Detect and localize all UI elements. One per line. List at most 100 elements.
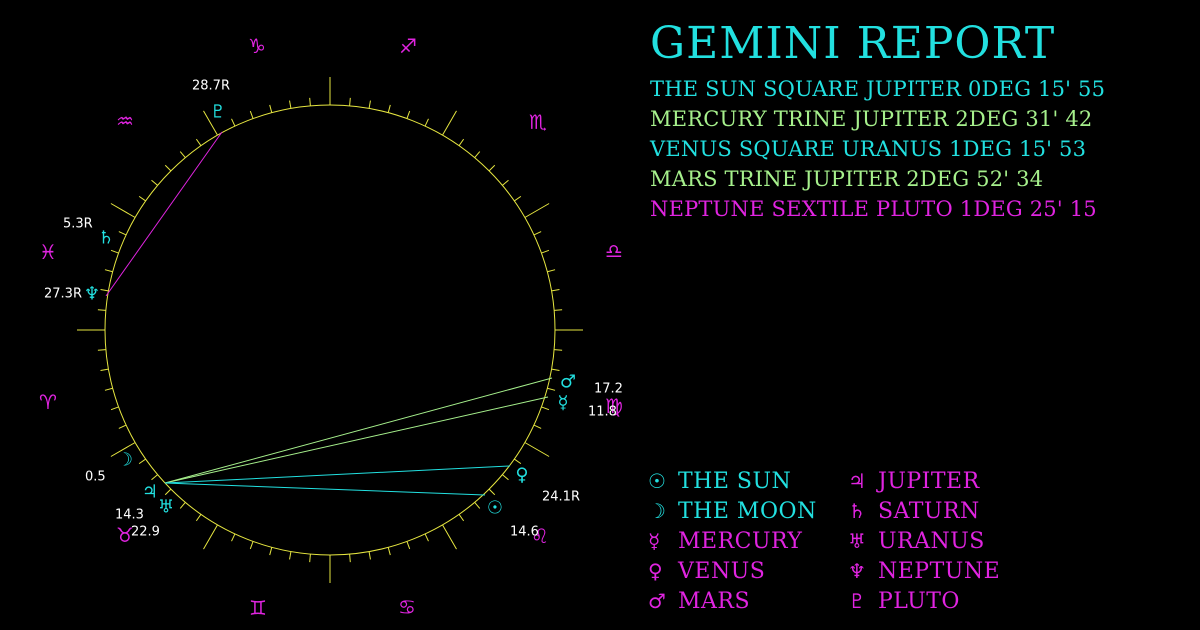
neptune-glyph: ♆ (84, 284, 100, 305)
minor-tick (110, 406, 119, 411)
pluto-icon: ♇ (848, 589, 867, 613)
scorpio-sign-glyph: ♏ (529, 110, 547, 134)
minor-tick (551, 289, 560, 292)
aspect-line-neptune-pluto (105, 131, 223, 297)
minor-tick (533, 231, 542, 236)
minor-tick (100, 368, 109, 371)
minor-tick (100, 289, 109, 292)
legend-item-saturn: ♄SATURN (848, 496, 980, 527)
mars-degree-label: 17.2 (594, 382, 623, 397)
cancer-sign-glyph: ♋ (398, 595, 416, 619)
minor-tick (387, 547, 391, 556)
uranus-degree-label: 22.9 (131, 525, 160, 540)
minor-tick (97, 349, 106, 351)
minor-tick (368, 100, 371, 109)
minor-tick (387, 104, 391, 113)
minor-tick (424, 118, 429, 127)
sun-degree-label: 14.6 (510, 525, 539, 540)
mars-glyph: ♂ (560, 372, 576, 393)
major-tick (203, 110, 218, 136)
minor-tick (231, 533, 236, 542)
minor-tick (195, 138, 202, 146)
jupiter-glyph: ♃ (142, 482, 158, 503)
aries-sign-glyph: ♈ (39, 390, 57, 414)
major-tick (203, 524, 218, 550)
libra-sign-glyph: ♎ (605, 239, 623, 263)
major-tick (524, 442, 550, 457)
minor-tick (533, 424, 542, 429)
sagittarius-sign-glyph: ♐ (399, 34, 417, 58)
aspect-sun-jupiter: THE SUN SQUARE JUPITER 0DEG 15' 55 (650, 77, 1106, 101)
minor-tick (151, 179, 158, 186)
saturn-degree-label: 5.3R (63, 217, 93, 232)
mercury-glyph: ☿ (557, 393, 568, 414)
saturn-icon: ♄ (848, 499, 867, 523)
uranus-icon: ♅ (848, 529, 867, 553)
gemini-report: GEMINI REPORT THE SUN SQUARE JUPITER 0DE… (650, 18, 1105, 224)
planet-degree-labels: 14.60.511.824.1R17.214.35.3R22.927.3R28.… (44, 79, 623, 540)
minor-tick (97, 309, 106, 311)
minor-tick (502, 474, 509, 481)
minor-tick (474, 502, 481, 509)
minor-tick (541, 249, 550, 254)
minor-tick (547, 269, 556, 273)
minor-tick (289, 551, 292, 560)
moon-glyph: ☽ (117, 450, 133, 471)
major-tick (110, 442, 136, 457)
zodiac-glyphs: ♈♉♊♋♌♍♎♏♐♑♒♓ (39, 34, 623, 620)
legend-item-sun: ☉THE SUN (648, 466, 791, 497)
aspect-lines (105, 131, 553, 496)
minor-tick (269, 104, 273, 113)
legend-item-venus: ♀VENUS (648, 556, 765, 587)
aspect-line-jupiter-mercury (164, 396, 549, 484)
minor-tick (474, 151, 481, 158)
aspect-venus-uranus: VENUS SQUARE URANUS 1DEG 15' 53 (650, 137, 1087, 161)
minor-tick (349, 554, 351, 563)
virgo-sign-glyph: ♍ (605, 394, 623, 418)
aquarius-sign-glyph: ♒ (116, 109, 134, 133)
neptune-degree-label: 27.3R (44, 287, 82, 302)
legend-item-uranus: ♅URANUS (848, 526, 985, 557)
minor-tick (269, 547, 273, 556)
uranus-glyph: ♅ (158, 497, 174, 518)
minor-tick (424, 533, 429, 542)
minor-tick (406, 110, 411, 119)
minor-tick (151, 474, 158, 481)
minor-tick (104, 269, 113, 273)
minor-tick (514, 458, 522, 465)
neptune-icon: ♆ (848, 559, 867, 583)
minor-tick (138, 458, 146, 465)
mercury-icon: ☿ (648, 529, 661, 553)
minor-tick (231, 118, 236, 127)
pluto-degree-label: 28.7R (192, 79, 230, 94)
minor-tick (179, 151, 186, 158)
aspect-line-jupiter-venus (164, 465, 511, 484)
pisces-sign-glyph: ♓ (39, 240, 57, 264)
major-tick (442, 524, 457, 550)
minor-tick (551, 368, 560, 371)
minor-tick (488, 164, 496, 172)
minor-tick (164, 164, 172, 172)
minor-tick (309, 97, 311, 106)
leo-sign-glyph: ♌ (531, 524, 549, 548)
minor-tick (195, 514, 202, 522)
mars-icon: ♂ (648, 589, 667, 613)
minor-tick (406, 541, 411, 550)
pluto-glyph: ♇ (210, 102, 226, 123)
minor-tick (138, 195, 146, 202)
jupiter-icon: ♃ (848, 469, 867, 493)
minor-tick (458, 138, 465, 146)
sun-icon: ☉ (648, 469, 667, 493)
planet-glyphs: ☉☽☿♀♂♃♄♅♆♇ (84, 102, 576, 519)
minor-tick (368, 551, 371, 560)
venus-icon: ♀ (648, 559, 664, 583)
saturn-glyph: ♄ (98, 228, 114, 249)
aspect-mercury-jupiter: MERCURY TRINE JUPITER 2DEG 31' 42 (650, 107, 1093, 131)
minor-tick (514, 195, 522, 202)
gemini-sign-glyph: ♊ (249, 596, 267, 620)
major-tick (524, 203, 550, 218)
minor-tick (554, 349, 563, 351)
degree-ticks (77, 77, 583, 583)
legend-item-moon: ☽THE MOON (648, 496, 817, 527)
sun-glyph: ☉ (487, 498, 503, 519)
